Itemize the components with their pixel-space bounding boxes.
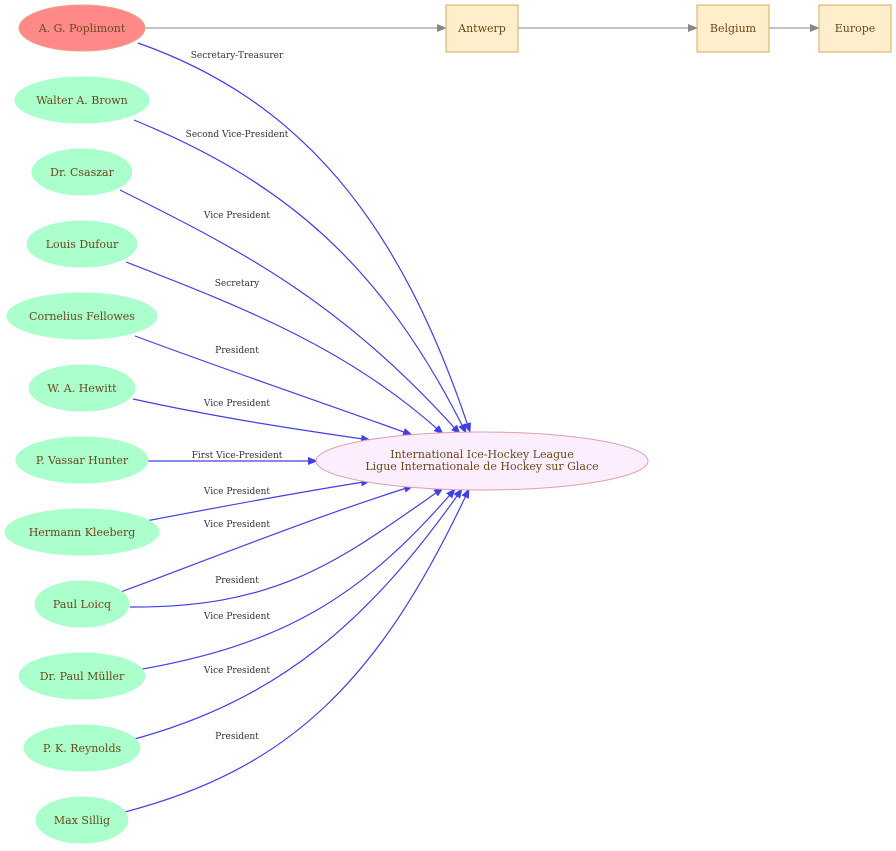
edge-kleeberg-league [145,478,371,522]
person-node-hunter[interactable]: P. Vassar Hunter [15,436,149,484]
edge-muller-league [136,488,456,671]
edge-label-loicq-vp: Vice President [203,520,271,530]
person-node-loicq[interactable]: Paul Loicq [34,580,130,628]
edge-loicq-league-president [129,487,444,608]
edge-loicq-league-vp [117,484,414,594]
edge-dufour-league [125,261,444,435]
person-node-fellowes[interactable]: Cornelius Fellowes [6,292,158,340]
person-name: Paul Loicq [53,598,111,611]
place-node-belgium[interactable]: Belgium [696,4,770,53]
person-name: P. K. Reynolds [43,742,122,755]
edge-label-dufour: Secretary [215,279,260,289]
person-name: W. A. Hewitt [47,382,117,395]
edge-label-brown: Second Vice-President [186,130,289,140]
edge-poplimont-league [137,42,471,433]
edge-hewitt-league [132,398,371,443]
place-node-europe[interactable]: Europe [818,4,892,53]
place-node-antwerp[interactable]: Antwerp [445,4,519,53]
edge-label-sillig: President [215,732,259,742]
place-name: Antwerp [457,22,506,35]
edge-label-hewitt: Vice President [203,399,271,409]
edge-label-kleeberg: Vice President [203,487,271,497]
person-name: Hermann Kleeberg [29,526,136,539]
edge-label-poplimont: Secretary-Treasurer [191,51,284,61]
person-name: Walter A. Brown [36,94,128,107]
person-name: Dr. Csaszar [50,166,114,179]
edge-label-muller: Vice President [203,612,271,622]
edge-label-csaszar: Vice President [203,211,271,221]
person-name: Dr. Paul Müller [40,670,125,683]
role-edges [117,42,471,814]
person-node-hewitt[interactable]: W. A. Hewitt [28,364,136,412]
edge-reynolds-league [130,488,463,741]
org-node-league[interactable]: International Ice-Hockey League Ligue In… [315,431,649,491]
person-name: Cornelius Fellowes [29,310,135,323]
org-name-line2: Ligue Internationale de Hockey sur Glace [365,460,598,473]
org-name-line1: International Ice-Hockey League [390,448,573,461]
edge-label-reynolds: Vice President [203,666,271,676]
edge-label-loicq-president: President [215,576,259,586]
edge-fellowes-league [134,335,413,436]
edge-sillig-league [120,488,470,814]
edge-brown-league [133,119,467,434]
edge-csaszar-league [119,189,461,435]
person-node-sillig[interactable]: Max Sillig [35,796,129,844]
person-node-poplimont[interactable]: A. G. Poplimont [18,4,146,52]
edge-label-hunter: First Vice-President [192,451,283,461]
person-name: A. G. Poplimont [38,22,126,35]
person-name: Louis Dufour [46,238,119,251]
person-node-dufour[interactable]: Louis Dufour [26,220,138,268]
place-name: Europe [835,22,876,35]
place-name: Belgium [710,22,757,35]
person-node-kleeberg[interactable]: Hermann Kleeberg [4,508,160,556]
person-node-brown[interactable]: Walter A. Brown [14,76,150,124]
person-node-reynolds[interactable]: P. K. Reynolds [23,724,141,772]
person-node-muller[interactable]: Dr. Paul Müller [18,652,146,700]
edge-labels: Secretary-Treasurer Second Vice-Presiden… [186,51,289,742]
person-name: Max Sillig [54,814,110,827]
person-node-csaszar[interactable]: Dr. Csaszar [31,148,133,196]
person-name: P. Vassar Hunter [36,454,129,467]
edge-label-fellowes: President [215,346,259,356]
